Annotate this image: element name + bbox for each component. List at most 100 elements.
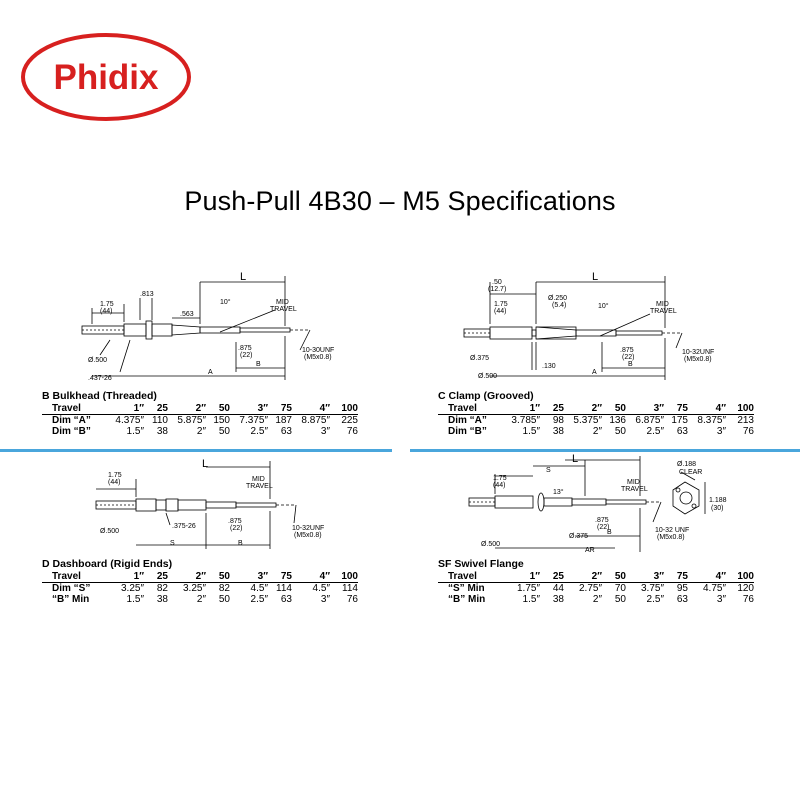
svg-text:1.75: 1.75 xyxy=(493,475,507,482)
svg-text:Ø.188: Ø.188 xyxy=(677,461,696,468)
column-header: 25 xyxy=(540,571,564,583)
table-cell: 8.375″ xyxy=(697,415,726,426)
column-header: 2″ xyxy=(564,403,602,415)
table-cell: 2″ xyxy=(196,594,206,605)
row-label: Dim “S” xyxy=(52,583,91,594)
table-cell: 2.5″ xyxy=(646,594,664,605)
table-cell: 76 xyxy=(742,426,754,437)
svg-text:.875: .875 xyxy=(595,517,609,524)
table-cell: 5.375″ xyxy=(573,415,602,426)
page-title: Push-Pull 4B30 – M5 Specifications xyxy=(184,186,616,216)
svg-text:.813: .813 xyxy=(140,291,154,298)
table-cell: 3″ xyxy=(716,426,726,437)
svg-text:MID: MID xyxy=(276,299,289,306)
svg-text:TRAVEL: TRAVEL xyxy=(246,483,273,490)
table-row: Dim “A” 3.785″ 98 5.375″ 136 6.875″ 175 … xyxy=(438,415,754,427)
table-cell: 187 xyxy=(275,415,292,426)
table-row: Dim “B” 1.5″ 38 2″ 50 2.5″ 63 3″ 76 xyxy=(42,426,358,437)
table-cell: 120 xyxy=(737,583,754,594)
svg-text:A: A xyxy=(208,369,213,376)
svg-text:1.188: 1.188 xyxy=(709,497,727,504)
table-header-row: Travel 1″ 25 2″ 50 3″ 75 4″ 100 xyxy=(438,571,754,583)
bulkhead-table: Travel 1″ 25 2″ 50 3″ 75 4″ 100 Dim “A” … xyxy=(42,403,358,437)
column-header: 2″ xyxy=(168,403,206,415)
column-header: 75 xyxy=(664,571,688,583)
table-cell: 98 xyxy=(552,415,564,426)
table-cell: 2″ xyxy=(592,594,602,605)
column-header: 100 xyxy=(726,571,754,583)
column-header: 50 xyxy=(602,571,626,583)
table-cell: 175 xyxy=(671,415,688,426)
phidix-logo: Phidix xyxy=(21,33,191,121)
table-cell: 4.375″ xyxy=(115,415,144,426)
table-row: Dim “S” 3.25″ 82 3.25″ 82 4.5″ 114 4.5″ … xyxy=(42,583,358,595)
column-header: 3″ xyxy=(230,403,268,415)
table-cell: 38 xyxy=(156,426,168,437)
table-cell: 95 xyxy=(676,583,688,594)
svg-text:TRAVEL: TRAVEL xyxy=(621,486,648,493)
svg-text:(44): (44) xyxy=(493,482,505,489)
table-cell: 213 xyxy=(737,415,754,426)
column-header: Travel xyxy=(438,403,502,415)
table-cell: 44 xyxy=(552,583,564,594)
dashboard-table: Travel 1″ 25 2″ 50 3″ 75 4″ 100 Dim “S” … xyxy=(42,571,358,605)
svg-text:(22): (22) xyxy=(230,525,242,532)
column-header: 25 xyxy=(540,403,564,415)
svg-text:Ø.500: Ø.500 xyxy=(481,541,500,548)
table-cell: 1.5″ xyxy=(522,426,540,437)
svg-text:(30): (30) xyxy=(711,505,723,512)
svg-text:.563: .563 xyxy=(180,311,194,318)
svg-text:.875: .875 xyxy=(620,347,634,354)
table-cell: 3.75″ xyxy=(640,583,664,594)
svg-text:13°: 13° xyxy=(553,488,564,496)
table-cell: 2″ xyxy=(196,426,206,437)
table-row: Dim “B” 1.5″ 38 2″ 50 2.5″ 63 3″ 76 xyxy=(438,426,754,437)
table-header-row: Travel 1″ 25 2″ 50 3″ 75 4″ 100 xyxy=(42,403,358,415)
table-cell: 8.875″ xyxy=(301,415,330,426)
table-cell: 114 xyxy=(342,583,358,594)
table-cell: 38 xyxy=(552,426,564,437)
svg-text:S: S xyxy=(546,467,551,474)
table-cell: 1.5″ xyxy=(522,594,540,605)
table-cell: 5.875″ xyxy=(177,415,206,426)
clamp-table: Travel 1″ 25 2″ 50 3″ 75 4″ 100 Dim “A” … xyxy=(438,403,754,437)
column-header: 4″ xyxy=(292,403,330,415)
svg-text:B: B xyxy=(628,361,633,368)
svg-text:TRAVEL: TRAVEL xyxy=(650,308,677,315)
column-header: 1″ xyxy=(106,571,144,583)
dashboard-spec: D Dashboard (Rigid Ends) Travel 1″ 25 2″… xyxy=(42,558,358,605)
table-cell: 50 xyxy=(218,426,230,437)
svg-text:L: L xyxy=(572,453,578,465)
clamp-drawing: L .50 (12.7) 1.75 (44) Ø.250 (5.4) 10° M… xyxy=(450,260,770,385)
row-label: “B” Min xyxy=(448,594,486,605)
section-divider-right xyxy=(410,449,800,452)
svg-text:(44): (44) xyxy=(494,308,506,315)
table-cell: 38 xyxy=(552,594,564,605)
table-cell: 82 xyxy=(156,583,168,594)
svg-text:Ø.500: Ø.500 xyxy=(88,357,107,364)
svg-text:L: L xyxy=(592,271,598,283)
svg-text:(22): (22) xyxy=(622,354,634,361)
svg-text:.130: .130 xyxy=(542,363,556,370)
svg-text:1.75: 1.75 xyxy=(108,472,122,479)
svg-text:L: L xyxy=(240,271,246,283)
svg-text:AR: AR xyxy=(585,547,595,554)
table-cell: 50 xyxy=(614,594,626,605)
column-header: 4″ xyxy=(688,403,726,415)
svg-text:MID: MID xyxy=(252,476,265,483)
table-cell: 38 xyxy=(156,594,168,605)
table-cell: 82 xyxy=(218,583,230,594)
table-cell: 63 xyxy=(280,426,292,437)
svg-text:(12.7): (12.7) xyxy=(488,286,506,293)
svg-text:Ø.500: Ø.500 xyxy=(100,528,119,535)
table-cell: 2.75″ xyxy=(578,583,602,594)
svg-text:Ø.500: Ø.500 xyxy=(478,373,497,380)
column-header: 50 xyxy=(206,571,230,583)
table-header-row: Travel 1″ 25 2″ 50 3″ 75 4″ 100 xyxy=(42,571,358,583)
column-header: 3″ xyxy=(230,571,268,583)
svg-text:(M5x0.8): (M5x0.8) xyxy=(304,354,332,361)
table-cell: 63 xyxy=(676,426,688,437)
section-divider-left xyxy=(0,449,392,452)
column-header: 75 xyxy=(664,403,688,415)
clamp-spec: C Clamp (Grooved) Travel 1″ 25 2″ 50 3″ … xyxy=(438,390,754,437)
